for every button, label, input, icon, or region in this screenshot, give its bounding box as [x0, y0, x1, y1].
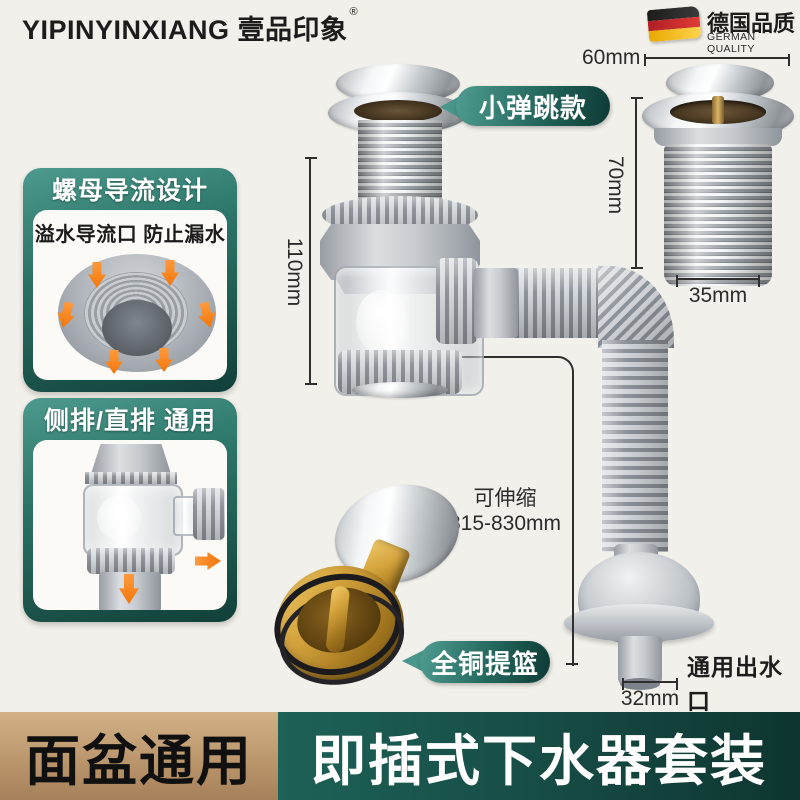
- flex-hose-vertical: [602, 340, 668, 552]
- basket-ring: [264, 553, 415, 697]
- banner-product-name: 即插式下水器套装: [278, 712, 800, 800]
- brand-logo-text: YIPINYINXIANG 壹品印象: [22, 15, 348, 45]
- dim-70mm-line: [631, 97, 643, 269]
- dim-60mm-line: [644, 54, 790, 66]
- dim-35mm-label: 35mm: [688, 284, 748, 307]
- valve-top-hex: [91, 444, 171, 474]
- dim-tick: [566, 663, 578, 665]
- nut-photo-hole: [102, 300, 172, 356]
- banner-left-text: 面盆通用: [24, 730, 253, 792]
- valve-bottom-nut: [87, 548, 175, 574]
- valve-clamp-ring: [85, 472, 177, 484]
- feature-panel-drain-direction: 侧排/直排 通用: [23, 398, 237, 622]
- bubble-pointer: [402, 650, 424, 672]
- right-drain-threaded-body: [664, 144, 772, 286]
- outlet-flange: [564, 604, 714, 642]
- banner-right-text: 即插式下水器套装: [310, 730, 767, 792]
- brand-logo: YIPINYINXIANG 壹品印象 ®: [22, 6, 358, 47]
- feature-panel-nut-design: 螺母导流设计 溢水导流口 防止漏水: [23, 168, 237, 392]
- flow-arrow-icon: [195, 552, 221, 570]
- stretch-label: 可伸缩 315-830mm: [438, 486, 572, 536]
- quality-badge-cn: 德国品质: [707, 11, 796, 36]
- dim-32mm-label: 32mm: [620, 687, 680, 710]
- dim-110mm-line: [305, 157, 317, 385]
- universal-outlet-label: 通用出水口: [687, 654, 783, 714]
- stretch-label-range: 315-830mm: [448, 512, 562, 535]
- panel-body: 溢水导流口 防止漏水: [33, 210, 227, 380]
- dim-60mm-label: 60mm: [582, 46, 641, 69]
- stretch-dim-line: [442, 356, 574, 666]
- outlet-pipe: [618, 636, 662, 686]
- dim-110mm-label: 110mm: [283, 237, 306, 307]
- panel-subtitle: 溢水导流口 防止漏水: [34, 224, 226, 246]
- side-outlet-tube: [474, 268, 518, 338]
- panel-title: 螺母导流设计: [51, 177, 208, 205]
- bubble-pointer: [440, 96, 460, 118]
- valve-highlight: [97, 496, 141, 540]
- dim-70mm-label: 70mm: [604, 155, 627, 215]
- clear-body-highlight: [356, 290, 408, 354]
- dim-35mm-line: [676, 275, 760, 287]
- flex-hose-horizontal: [506, 268, 612, 338]
- main-drain-opening: [354, 100, 442, 122]
- banner-basin-universal: 面盆通用: [0, 712, 278, 800]
- stretch-label-cn: 可伸缩: [473, 487, 537, 510]
- right-drain-collar: [654, 128, 782, 146]
- quality-badge-en: GERMAN QUALITY: [707, 31, 756, 55]
- copper-basket-bubble: 全铜提篮: [420, 641, 550, 683]
- dim-32mm-line: [622, 678, 678, 690]
- main-drain-tailpipe: [352, 382, 448, 398]
- flex-hose-elbow: [598, 266, 674, 348]
- valve-side-nut: [193, 488, 225, 540]
- german-flag-icon: [646, 5, 702, 43]
- right-drain-brass-pin: [712, 96, 724, 124]
- side-outlet-nut: [436, 258, 478, 344]
- panel-title: 侧排/直排 通用: [44, 407, 216, 435]
- panel-body: [33, 440, 227, 610]
- pop-style-bubble: 小弹跳款: [456, 86, 610, 126]
- registered-trademark-icon: ®: [349, 6, 358, 18]
